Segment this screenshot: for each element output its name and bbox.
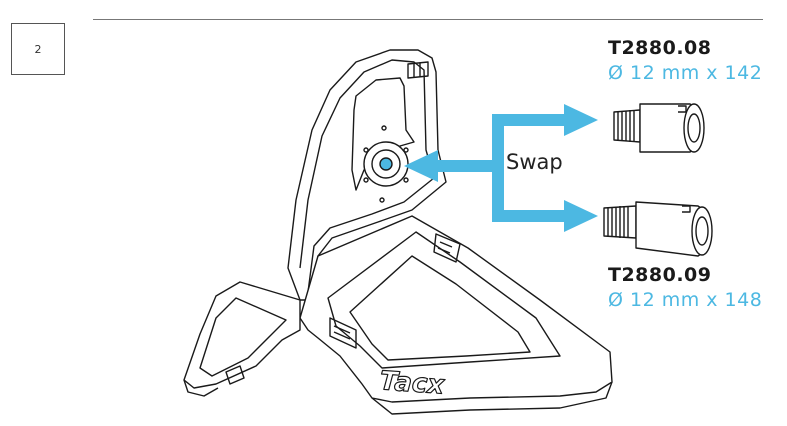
foot-details [225,233,461,385]
arrow-left-icon [404,150,498,182]
swap-arrows [404,104,598,232]
step-number: 2 [34,42,42,56]
swap-label: Swap [506,150,563,174]
step-number-box: 2 [11,23,65,75]
axle-part-142 [613,103,705,153]
trainer-base [183,215,613,415]
axle-part-148 [603,201,713,257]
hub-assembly [363,125,409,203]
part-code-t2880-08: T2880.08 [608,37,712,59]
part-dimension-142: Ø 12 mm x 142 [608,62,763,84]
arrow-right-icon [492,104,598,136]
part-dimension-148: Ø 12 mm x 148 [608,289,763,311]
tacx-logo: Tacx [379,366,447,401]
arrow-right-icon [492,200,598,232]
header-divider [93,19,763,20]
part-code-t2880-09: T2880.09 [608,264,712,286]
